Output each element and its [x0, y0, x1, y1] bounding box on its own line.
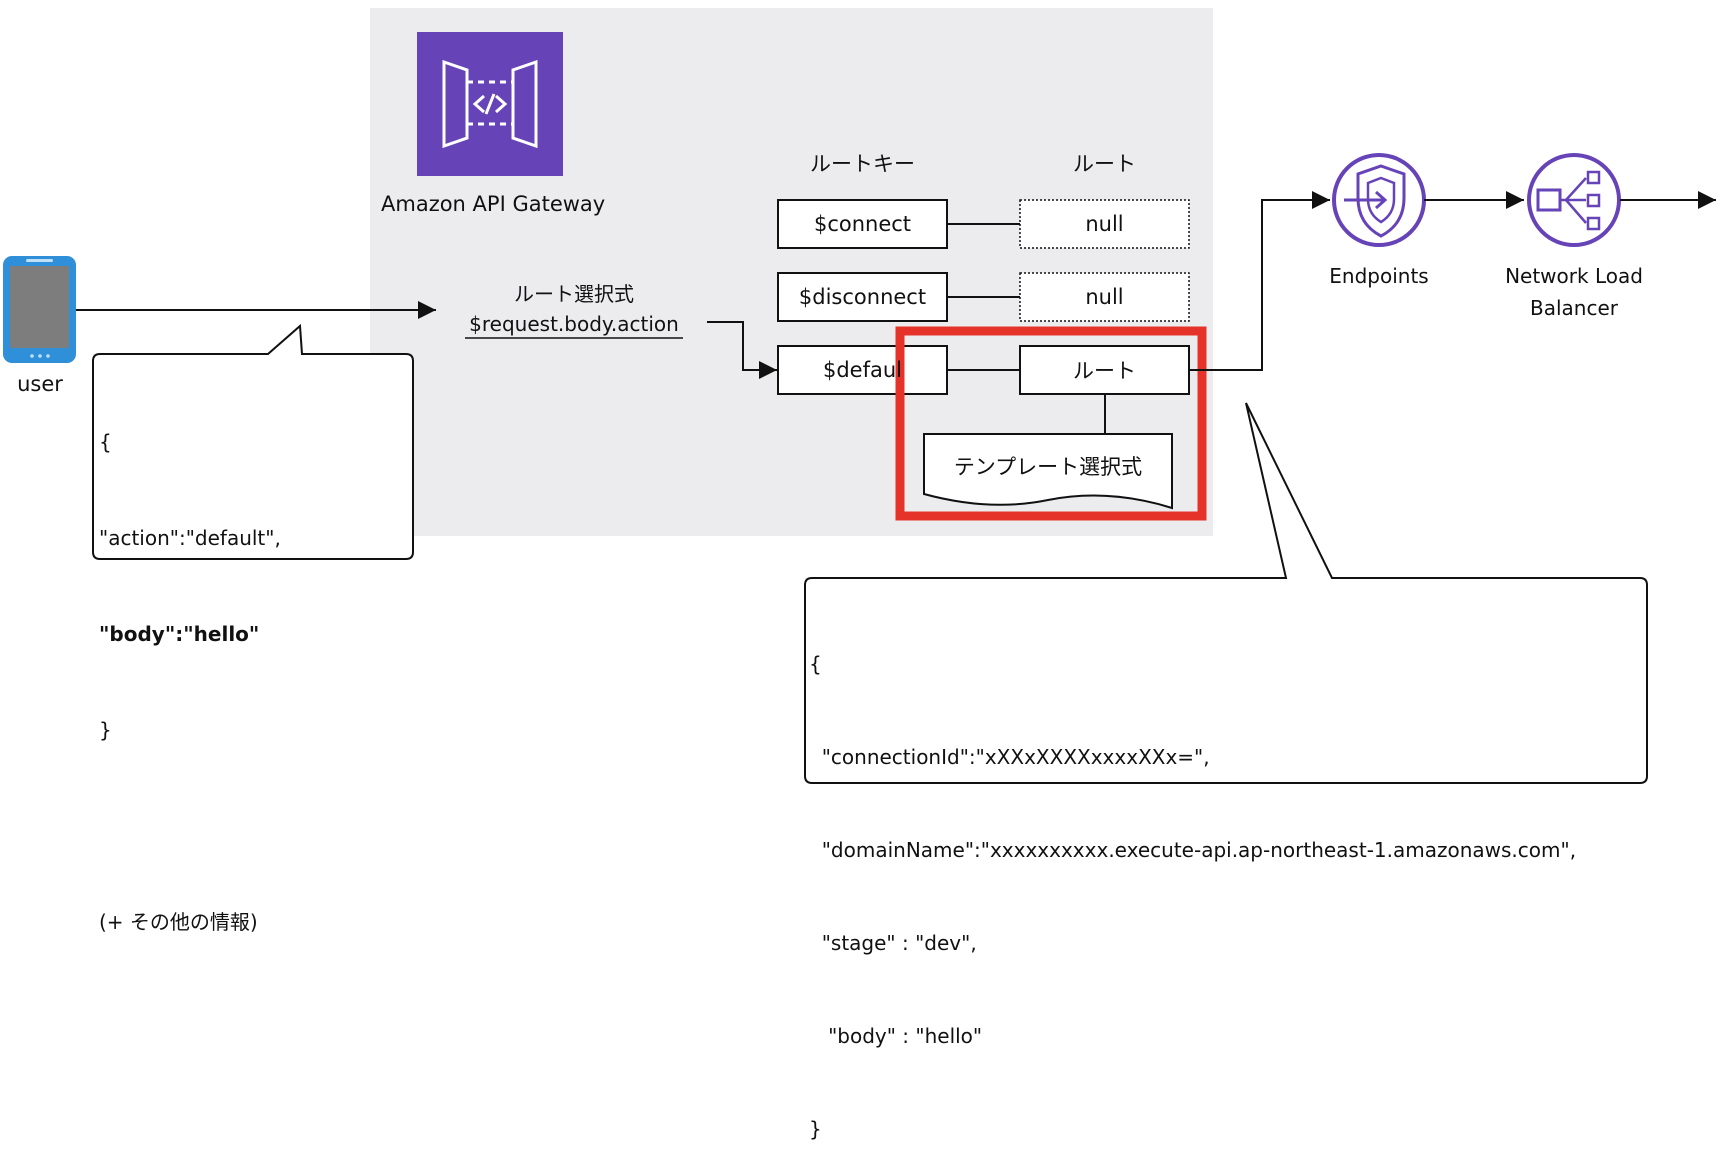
backend-payload-line: "domainName":"xxxxxxxxxx.execute-api.ap-… — [809, 838, 1577, 862]
route-key-connect: $connect — [813, 212, 912, 236]
user-label: user — [17, 372, 63, 396]
route-selection-expression: $request.body.action — [469, 312, 679, 336]
route-disconnect: null — [1085, 285, 1124, 309]
nlb-label-line2: Balancer — [1530, 296, 1618, 320]
backend-payload-line: } — [809, 1117, 822, 1141]
vpc-endpoints-icon — [1332, 153, 1426, 247]
api-gateway-icon — [417, 32, 563, 176]
route-default: ルート — [1073, 359, 1136, 383]
route-to-endpoints-arrow — [1189, 191, 1330, 371]
user-payload-line: } — [99, 718, 112, 742]
user-payload-line: (+ その他の情報) — [99, 910, 258, 934]
user-payload-line: "body":"hello" — [99, 618, 281, 650]
user-payload-line: { — [99, 430, 112, 454]
route-box-disconnect — [1019, 272, 1190, 322]
route-key-box-connect — [777, 199, 948, 249]
route-selection-title: ルート選択式 — [514, 282, 634, 306]
user-payload-text: { "action":"default", "body":"hello" } (… — [99, 362, 281, 970]
template-selection-label: テンプレート選択式 — [953, 455, 1143, 479]
user-payload-blank — [99, 810, 281, 842]
backend-payload-line: { — [809, 652, 822, 676]
route-key-box-disconnect — [777, 272, 948, 322]
backend-payload-callout — [804, 402, 1648, 784]
api-gateway-label: Amazon API Gateway — [381, 192, 606, 216]
route-box-default — [1019, 345, 1190, 395]
endpoints-label: Endpoints — [1329, 264, 1429, 288]
highlight-frame — [895, 326, 1207, 521]
route-key-box-default — [777, 345, 948, 395]
diagram-canvas — [3, 8, 1716, 784]
user-payload-line: "action":"default", — [99, 526, 281, 550]
route-key-column-header: ルートキー — [810, 152, 915, 176]
route-box-connect — [1019, 199, 1190, 249]
route-key-default: $defaul — [822, 358, 903, 382]
backend-payload-line: "body" : "hello" — [809, 1024, 983, 1048]
backend-payload-text: { "connectionId":"xXXxXXXXxxxxXXx=", "do… — [809, 587, 1576, 1176]
network-load-balancer-icon — [1527, 153, 1621, 247]
mobile-phone-icon — [3, 256, 76, 363]
route-column-header: ルート — [1073, 152, 1136, 176]
backend-payload-line: "stage" : "dev", — [809, 931, 977, 955]
user-payload-callout — [92, 323, 414, 560]
template-selection-shape — [923, 433, 1173, 510]
backend-payload-line: "connectionId":"xXXxXXXXxxxxXXx=", — [809, 745, 1210, 769]
route-connect: null — [1085, 212, 1124, 236]
route-key-disconnect: $disconnect — [798, 285, 927, 309]
user-payload-body: "body":"hello" — [99, 622, 260, 646]
selection-to-default-arrow — [707, 321, 777, 379]
nlb-label-line1: Network Load — [1505, 264, 1643, 288]
